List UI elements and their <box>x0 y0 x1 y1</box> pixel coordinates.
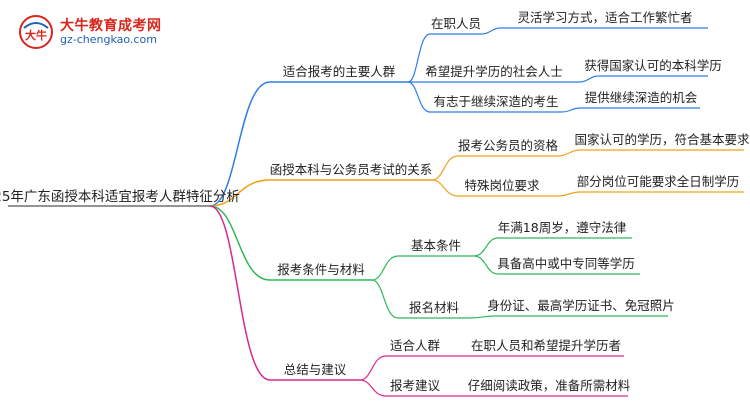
connector-b3-c2 <box>371 279 470 319</box>
connector-b1-c3-leaf <box>561 107 700 113</box>
connector-b3-c1-leaf-1 <box>473 237 632 257</box>
node-special-positions[interactable]: 特殊岗位要求 <box>464 178 540 193</box>
branch-requirements-materials[interactable]: 报考条件与材料 <box>277 262 365 277</box>
leaf-education-level[interactable]: 具备高中或中专同等学历 <box>497 256 635 271</box>
node-suitable-people[interactable]: 适合人群 <box>389 338 441 353</box>
leaf-further-study-opportunity[interactable]: 提供继续深造的机会 <box>584 90 698 105</box>
branch-summary-advice[interactable]: 总结与建议 <box>283 362 347 377</box>
node-social-learners[interactable]: 希望提升学历的社会人士 <box>425 64 563 79</box>
connector-b2-c2-leaf <box>557 191 744 197</box>
node-civil-service-eligibility[interactable]: 报考公务员的资格 <box>457 138 559 153</box>
connector-b3-c2-leaf <box>469 315 668 319</box>
leaf-documents[interactable]: 身份证、最高学历证书、免冠照片 <box>487 298 675 313</box>
node-basic-conditions[interactable]: 基本条件 <box>410 238 462 253</box>
connector-b3-c1-leaf-2 <box>473 255 640 275</box>
connector-root-to-branch-1 <box>209 81 408 207</box>
node-application-materials[interactable]: 报名材料 <box>408 300 460 315</box>
root-topic[interactable]: 2025年广东函授本科适宜报考人群特征分析 <box>0 189 240 205</box>
connector-root-to-branch-2 <box>209 179 432 207</box>
connector-b4-c2 <box>359 379 444 397</box>
connector-b1-c2-leaf <box>579 75 708 83</box>
connector-b1-c3 <box>407 81 562 113</box>
connector-b2-c1-leaf <box>557 149 744 157</box>
connector-b3-c1 <box>371 255 474 281</box>
logo-mark-icon: 大牛 <box>19 15 53 49</box>
node-further-study[interactable]: 有志于继续深造的考生 <box>433 94 559 109</box>
leaf-advice-summary[interactable]: 仔细阅读政策，准备所需材料 <box>467 378 631 393</box>
connector-b1-c1-leaf <box>481 27 708 35</box>
logo-url[interactable]: gz-chengkao.com <box>60 33 157 46</box>
node-application-advice[interactable]: 报考建议 <box>389 378 441 393</box>
leaf-flexible-study[interactable]: 灵活学习方式，适合工作繁忙者 <box>517 10 693 25</box>
site-logo[interactable]: 大牛 大牛教育成考网 gz-chengkao.com <box>18 14 168 50</box>
logo-mark-text: 大牛 <box>25 28 47 42</box>
connector-root-to-branch-4 <box>209 205 360 381</box>
connector-b1-c1 <box>407 33 482 83</box>
branch-civil-service-relation[interactable]: 函授本科与公务员考试的关系 <box>269 162 433 177</box>
branch-target-audience[interactable]: 适合报考的主要人群 <box>282 64 396 79</box>
leaf-recognized-degree[interactable]: 获得国家认可的本科学历 <box>584 58 722 73</box>
leaf-age-law[interactable]: 年满18周岁，遵守法律 <box>497 220 627 235</box>
leaf-fulltime-required[interactable]: 部分岗位可能要求全日制学历 <box>576 174 740 189</box>
leaf-meets-basic-requirement[interactable]: 国家认可的学历，符合基本要求 <box>574 132 750 147</box>
leaf-suitable-summary[interactable]: 在职人员和希望提升学历者 <box>470 338 622 353</box>
connector-b2-c1 <box>431 155 558 181</box>
node-working-professionals[interactable]: 在职人员 <box>430 16 482 31</box>
connector-b2-c2 <box>431 179 558 197</box>
logo-title: 大牛教育成考网 <box>60 18 162 34</box>
connector-root-to-branch-3 <box>209 205 372 281</box>
connector-b4-c1 <box>359 355 444 381</box>
